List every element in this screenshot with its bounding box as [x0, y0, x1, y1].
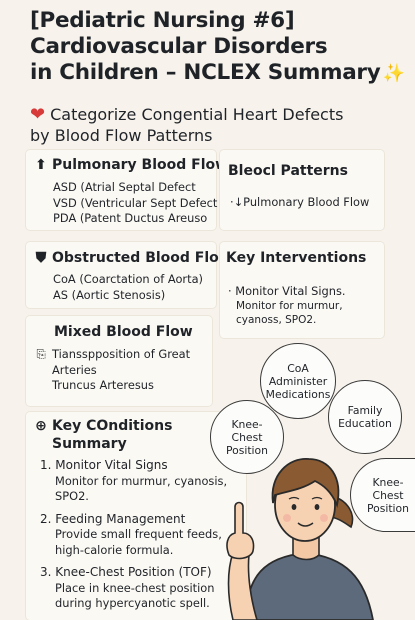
list-item: 2. Feeding Management Provide small freq…	[40, 512, 227, 559]
bullet-icon: ·	[228, 284, 232, 298]
shield-icon: ⛊	[35, 250, 47, 266]
key-interventions-card: Key Interventions · Monitor Vital Signs.…	[220, 242, 384, 338]
summary-item-detail: SPO2.	[55, 489, 89, 503]
patterns-heading: Bleocl Patterns	[228, 163, 348, 179]
title-line-3: in Children – NCLEX Summary	[30, 60, 381, 85]
patterns-item: ↓Pulmonary Blood Flow	[233, 195, 370, 209]
list-item: CoA (Coarctation of Aorta)	[53, 272, 203, 286]
subtitle: ❤Categorize Congential Heart Defects by …	[30, 104, 400, 146]
interventions-heading: Key Interventions	[226, 250, 367, 266]
blood-patterns-card: Bleocl Patterns ·↓Pulmonary Blood Flow	[220, 150, 384, 230]
list-item: ASD (Atrial Septal Defect	[53, 180, 196, 194]
list-item-continuation: Arteries	[52, 362, 97, 377]
summary-item-title: Monitor Vital Signs	[55, 458, 168, 472]
interventions-item-title: Monitor Vital Signs.	[235, 284, 346, 298]
list-item: 3. Knee-Chest Position (TOF) Place in kn…	[40, 565, 227, 612]
summary-item-detail: Monitor for murmur, cyanosis,	[55, 473, 228, 488]
list-item: AS (Aortic Stenosis)	[53, 287, 166, 302]
document-arrow-icon: ⎘	[36, 347, 46, 361]
summary-item-detail: Place in knee-chest position	[55, 580, 215, 595]
subtitle-line-1: Categorize Congential Heart Defects	[50, 105, 344, 124]
mixed-blood-flow-card: Mixed Blood Flow ⎘ Tiansspposition of Gre…	[26, 316, 212, 406]
summary-item-detail: Provide small frequent feeds,	[55, 527, 222, 541]
page-title: [Pediatric Nursing #6] Cardiovascular Di…	[30, 8, 405, 87]
summary-heading-line-2: Summary	[52, 436, 127, 452]
pulmonary-blood-flow-card: ⬆ Pulmonary Blood Flow ASD (Atrial Septal…	[26, 150, 228, 230]
plus-circle-icon: ⊕	[35, 418, 47, 434]
obstructed-blood-flow-card: ⛊ Obstructed Blood Flow CoA (Coarctation …	[26, 242, 232, 308]
hair	[271, 458, 340, 508]
pulmonary-heading: Pulmonary Blood Flow	[52, 157, 229, 173]
shirt	[244, 552, 374, 620]
title-line-2: Cardiovascular Disorders	[30, 34, 328, 59]
subtitle-line-2: by Blood Flow Patterns	[30, 126, 213, 145]
title-line-1: [Pediatric Nursing #6]	[30, 8, 295, 33]
summary-heading-line-1: Key COnditions	[52, 418, 173, 434]
key-conditions-summary-card: ⊕ Key COnditions Summary 1. Monitor Vital…	[26, 412, 246, 620]
summary-item-detail: during hypercyanotic spell.	[55, 596, 210, 610]
bullet-icon: ·	[230, 195, 234, 209]
nurse-illustration	[226, 458, 374, 620]
obstructed-heading: Obstructed Blood Flow	[52, 250, 232, 266]
list-item: PDA (Patent Ductus Areuso	[53, 211, 208, 225]
heart-icon: ❤	[30, 104, 46, 125]
summary-item-title: Feeding Management	[55, 511, 186, 526]
interventions-item-detail: Monitor for murmur, cyanoss, SPO2.	[236, 300, 343, 326]
pointing-hand	[226, 501, 255, 560]
list-item: VSD (Ventricular Sept Defect	[53, 195, 218, 210]
arrow-up-icon: ⬆	[35, 157, 47, 173]
list-item: Truncus Arteresus	[52, 378, 154, 392]
list-item: Tiansspposition of Great	[52, 347, 191, 361]
summary-item-detail: high-calorie formula.	[55, 542, 174, 557]
mixed-heading: Mixed Blood Flow	[54, 324, 193, 340]
sparkle-icon: ✨	[382, 63, 405, 84]
list-item: 1. Monitor Vital Signs Monitor for murmu…	[40, 458, 228, 503]
summary-item-title: Knee-Chest Position (TOF)	[55, 565, 212, 579]
